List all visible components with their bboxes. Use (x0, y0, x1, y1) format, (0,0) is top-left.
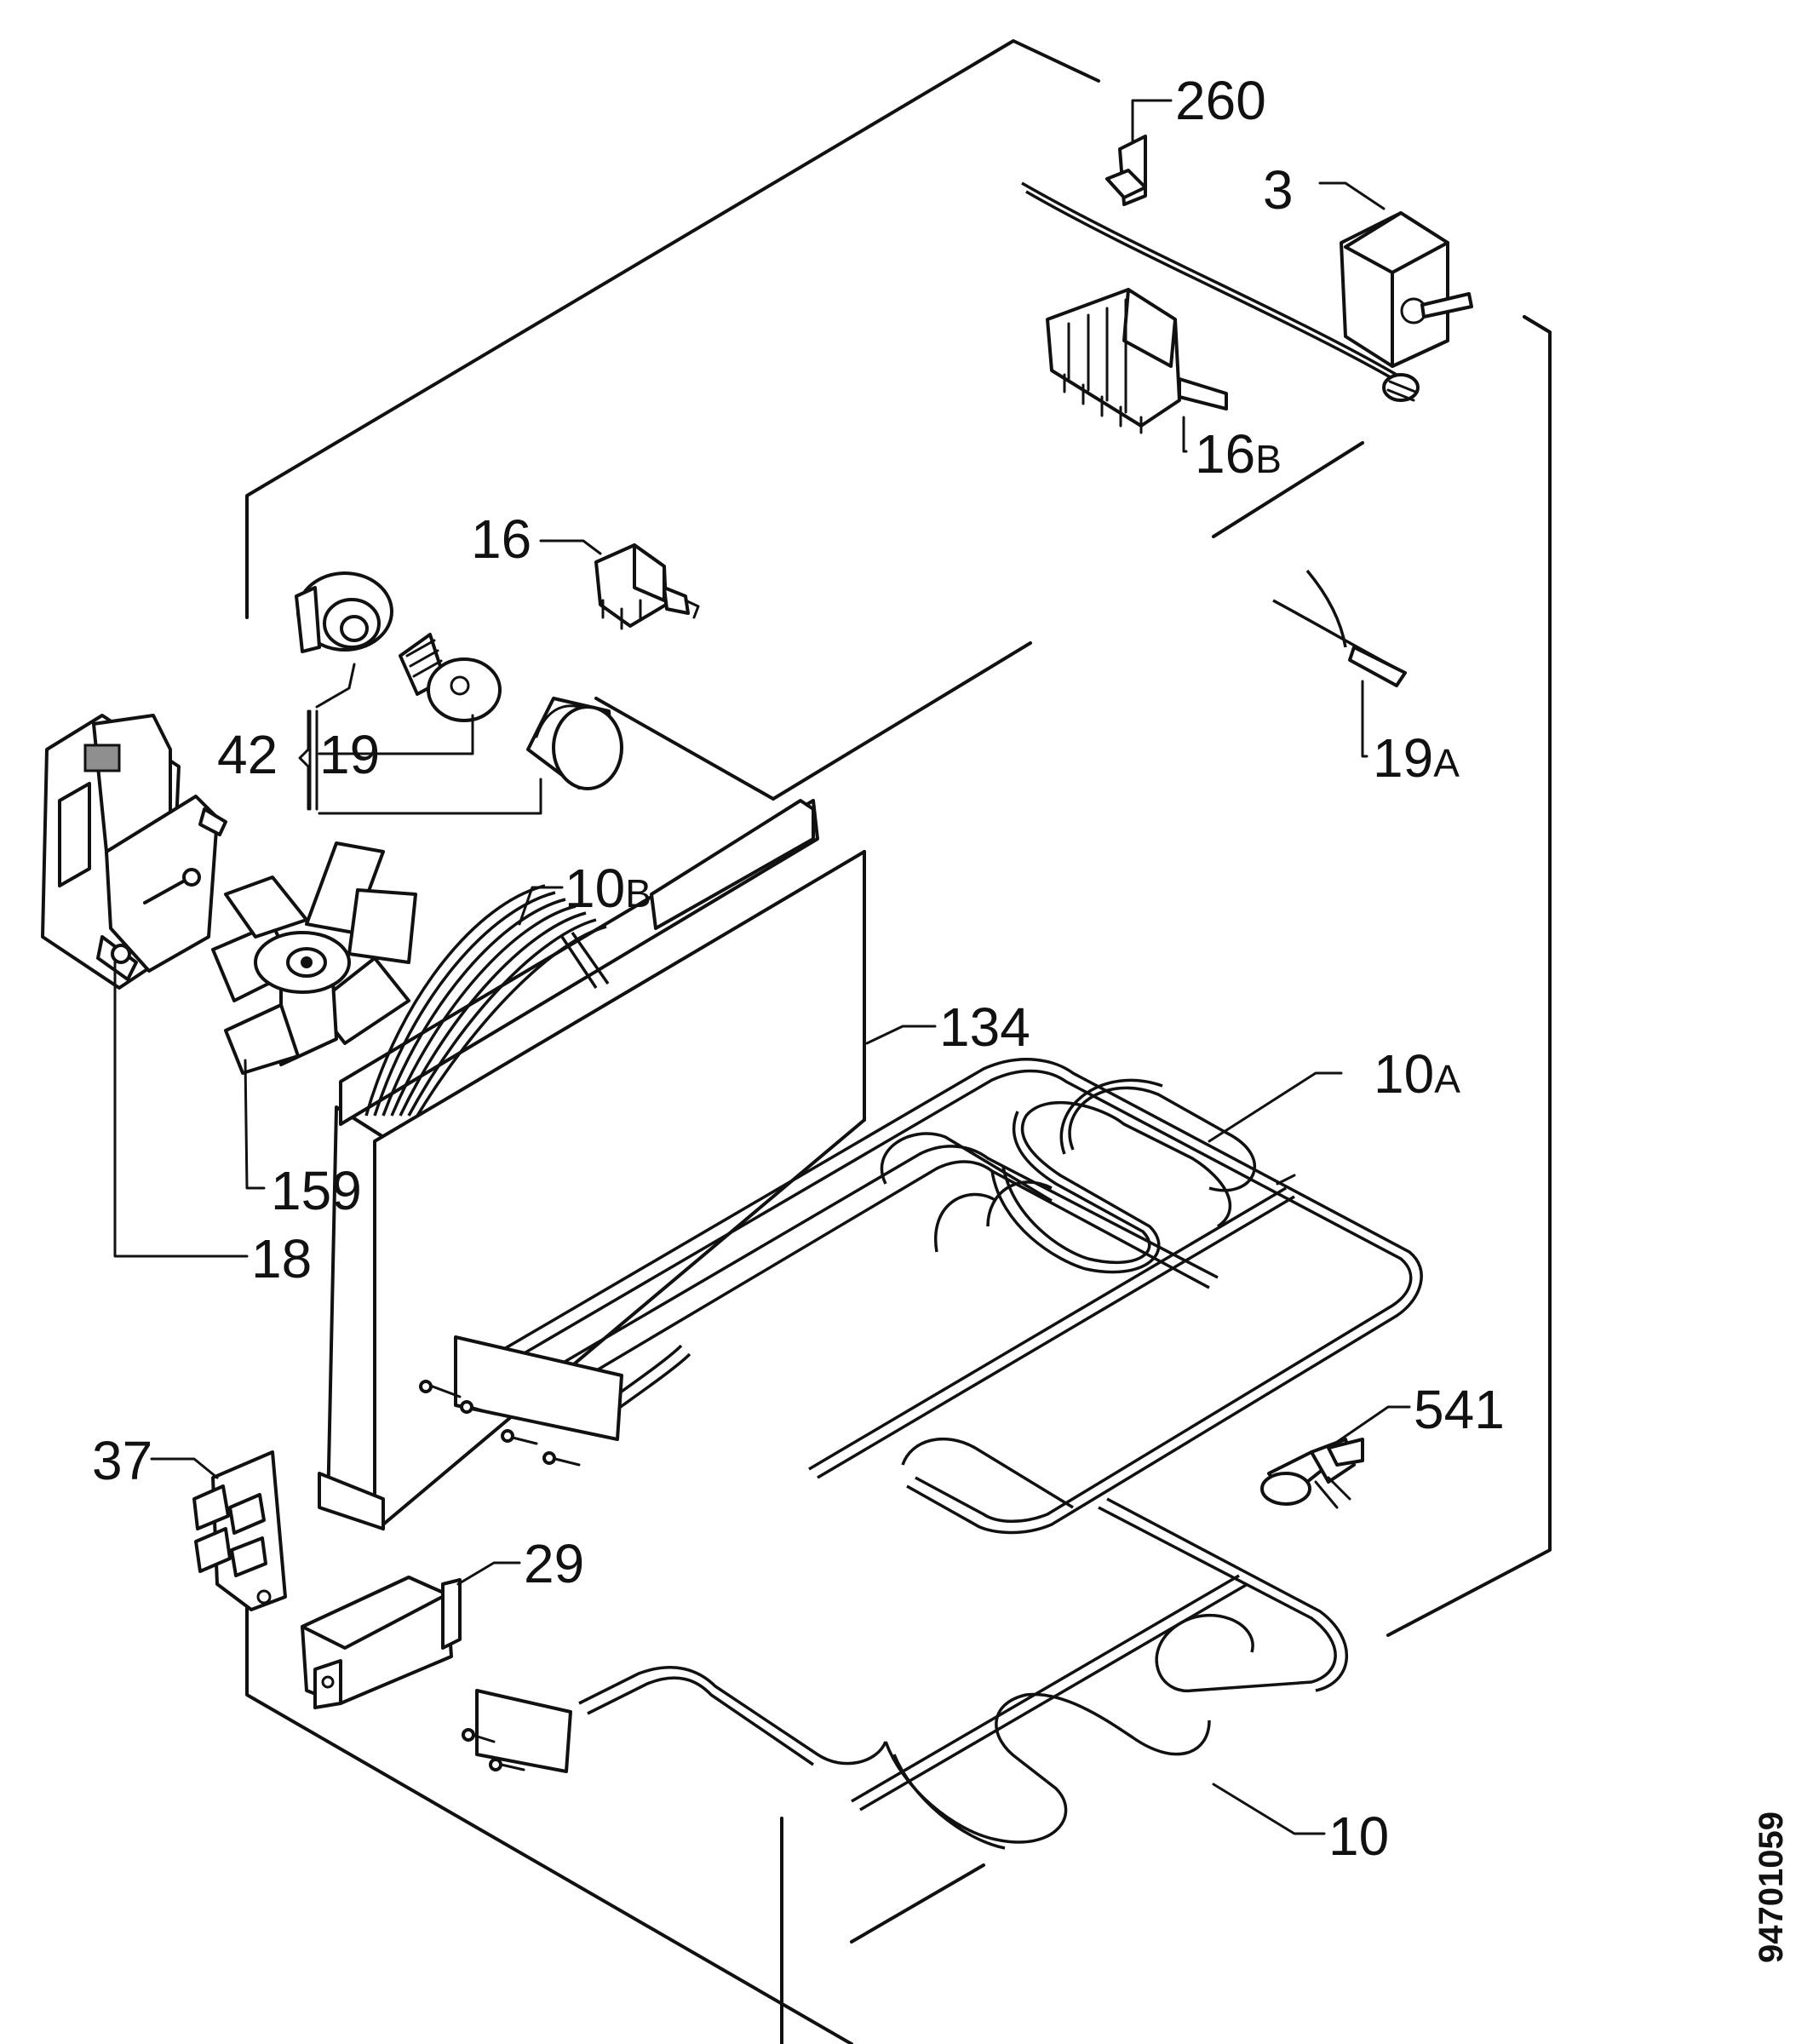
capillary-clip (1105, 135, 1147, 206)
label-19a: 19A (1373, 727, 1460, 789)
door-latch (1260, 1438, 1364, 1509)
label-10b: 10B (565, 858, 651, 919)
fan-blade (211, 841, 417, 1075)
bottom-element-10 (462, 1497, 1349, 1850)
grill-element-10a (419, 1058, 1423, 1535)
label-10: 10 (1328, 1806, 1389, 1867)
label-37: 37 (92, 1430, 152, 1491)
document-number: 94701059 (1753, 1811, 1790, 1963)
lamp-bulb (399, 633, 502, 722)
lamp-cover (526, 697, 623, 790)
leader-lines (113, 99, 1411, 1835)
push-switch (594, 543, 700, 630)
label-541: 541 (1414, 1379, 1505, 1440)
fan-motor (41, 714, 227, 990)
label-42: 42 (217, 724, 278, 785)
label-16: 16 (471, 508, 531, 570)
temperature-sensor (1272, 569, 1407, 687)
label-3: 3 (1263, 159, 1294, 221)
label-159: 159 (271, 1160, 362, 1221)
part-labels: 260 3 16B 16 19A 42 19 10B 134 10A 159 1… (92, 70, 1505, 1867)
label-260: 260 (1175, 70, 1266, 131)
label-29: 29 (524, 1533, 584, 1594)
cable-bundle-10b (364, 884, 610, 1117)
label-16b: 16B (1195, 423, 1282, 485)
label-19: 19 (319, 724, 380, 785)
group-brace-42 (298, 709, 310, 811)
suppressor-filter (301, 1576, 462, 1709)
thermostat (1021, 181, 1473, 402)
lamp-holder (295, 571, 393, 653)
selector-switch (1046, 288, 1228, 434)
label-18: 18 (251, 1228, 312, 1289)
terminal-block (192, 1450, 287, 1611)
label-134: 134 (939, 996, 1030, 1058)
label-10a: 10A (1374, 1043, 1460, 1105)
